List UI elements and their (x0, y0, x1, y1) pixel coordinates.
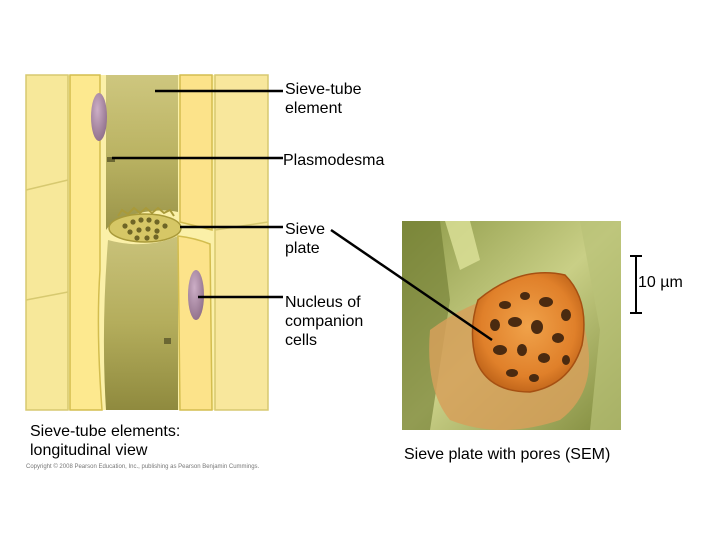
label-sieve-tube-element: Sieve-tube element (285, 80, 362, 118)
caption-sem: Sieve plate with pores (SEM) (404, 445, 610, 464)
label-sieve-plate: Sieve plate (285, 220, 325, 258)
label-plasmodesma: Plasmodesma (283, 151, 384, 170)
longitudinal-illustration (26, 75, 268, 410)
sem-image (402, 221, 621, 430)
lower-nucleus (188, 270, 204, 320)
plasmodesma-mark (164, 338, 171, 344)
label-nucleus-companion-cells: Nucleus of companion cells (285, 293, 363, 350)
label-scale-bar: 10 µm (638, 273, 683, 292)
copyright-notice: Copyright © 2008 Pearson Education, Inc.… (26, 464, 259, 470)
upper-nucleus (91, 93, 107, 141)
caption-longitudinal-view: Sieve-tube elements: longitudinal view (30, 422, 180, 460)
